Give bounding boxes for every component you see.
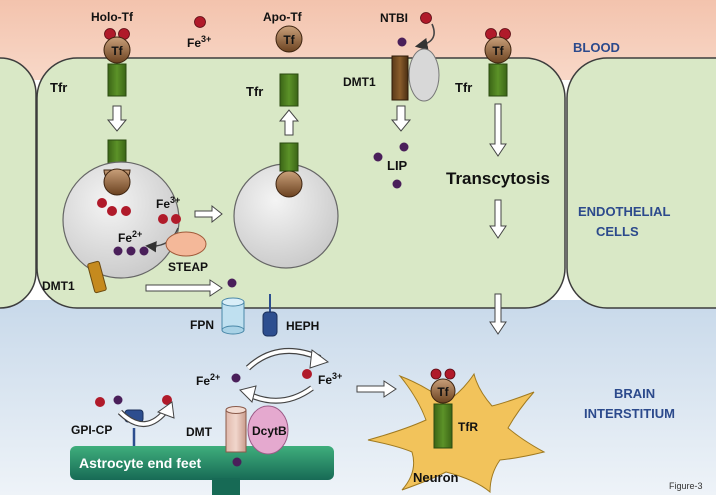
neuron-uptake-arrow [356, 380, 397, 398]
endosome-fe3-iron-2 [171, 214, 181, 224]
figure-caption: Figure-3 [669, 481, 703, 491]
oxidation-arrow-top-head [309, 349, 330, 369]
dmt1-apical [391, 55, 409, 101]
transcytosis-label: Transcytosis [446, 169, 550, 188]
gpi-fe3-iron-2 [162, 395, 172, 405]
endothelial-cell-right-edge [566, 57, 716, 309]
holo-tf-tf-label: Tf [111, 44, 123, 58]
tfr-label-2: Tfr [246, 84, 263, 99]
ntbi-fe2-iron [397, 37, 407, 47]
heph-label: HEPH [286, 319, 319, 333]
dmt-label: DMT [186, 425, 213, 439]
blood-fe3-iron [194, 16, 206, 28]
tfr-receptor-2 [279, 73, 299, 107]
brain-fe2-label: Fe2+ [196, 372, 220, 388]
endosome-tf-body-1 [103, 168, 131, 196]
transcytosis-arrow-1 [489, 103, 507, 157]
ntbi-reduction-arrow [414, 23, 435, 51]
tfr-label-1: Tfr [50, 80, 67, 95]
export-arrow [145, 279, 223, 297]
recycle-arrow [194, 204, 223, 224]
holo-tf-protein [103, 36, 131, 64]
endosome-fe3-label: Fe3+ [156, 195, 180, 211]
endosome-fe2-iron-3 [139, 246, 149, 256]
ntbi-label: NTBI [380, 11, 408, 25]
apo-tf-protein [275, 25, 303, 53]
dmt-astrocyte [225, 406, 247, 453]
gpi-oxidation-arrow-head [156, 401, 175, 419]
transcytosis-arrow-3 [489, 293, 507, 335]
neuron-cell [367, 372, 546, 494]
tfr-neuron-receptor [433, 403, 453, 449]
apo-tf-tf-label: Tf [283, 33, 295, 47]
gpi-cp-label: GPI-CP [71, 423, 112, 437]
brain-label-1: BRAIN [614, 386, 655, 401]
dcytb-label: DcytB [252, 424, 287, 438]
lip-label: LIP [387, 158, 408, 173]
tfr-receptor-3 [488, 63, 508, 97]
neuron-tf [430, 378, 456, 404]
steap-label: STEAP [168, 260, 208, 274]
neuron-tf-label: Tf [437, 385, 449, 399]
endosome-iron-1 [97, 198, 107, 208]
ferrireductase [408, 48, 440, 102]
blood-fe3-label: Fe3+ [187, 34, 211, 50]
neuron-label: Neuron [413, 470, 459, 485]
transcytosis-arrow-2 [489, 199, 507, 239]
steap-enzyme [165, 231, 207, 257]
endosome-iron-3 [121, 206, 131, 216]
endosome-fe2-label: Fe2+ [118, 229, 142, 245]
endocytosis-arrow [106, 105, 128, 132]
fpn-transporter [221, 297, 245, 335]
transcytosis-tf-label: Tf [492, 44, 504, 58]
dmt1-endosome-label: DMT1 [42, 279, 75, 293]
lip-iron-2 [399, 142, 409, 152]
lip-iron-1 [373, 152, 383, 162]
dcytb-enzyme [247, 405, 289, 455]
holo-tf-label: Holo-Tf [91, 10, 134, 24]
brain-label-2: INTERSTITIUM [584, 406, 675, 421]
reduction-arrow-bottom-inner [247, 386, 314, 403]
endosome-tf-body-2 [275, 170, 303, 198]
brain-fe3-label: Fe3+ [318, 371, 342, 387]
endosome-fe2-iron-2 [126, 246, 136, 256]
astrocyte-stem [212, 478, 240, 495]
heph-enzyme [262, 311, 278, 337]
tfr-neuron-label: TfR [458, 420, 478, 434]
endosome-iron-2 [107, 206, 117, 216]
endothelial-cell-left-edge [0, 57, 37, 309]
brain-fe2-iron [231, 373, 241, 383]
cytoplasm-fe2-iron [227, 278, 237, 288]
neuron-tf-iron-1 [430, 368, 442, 380]
endothelial-label-2: CELLS [596, 224, 639, 239]
tfr-label-3: Tfr [455, 80, 472, 95]
apo-tf-label: Apo-Tf [263, 10, 303, 24]
transcytosis-tf [484, 36, 512, 64]
ntbi-iron [420, 12, 432, 24]
tfr-receptor-1 [107, 63, 127, 97]
neuron-tf-iron-2 [444, 368, 456, 380]
dmt1-endosome [87, 260, 107, 294]
dmt1-apical-label: DMT1 [343, 75, 376, 89]
fpn-label: FPN [190, 318, 214, 332]
recycling-up-arrow [278, 109, 300, 136]
gpi-fe2-iron [113, 395, 123, 405]
reduction-arrow-bottom-head [239, 385, 257, 403]
endosome-receptor-2b [279, 142, 299, 172]
astrocyte-label: Astrocyte end feet [79, 455, 201, 471]
endosome-fe2-iron-1 [113, 246, 123, 256]
brain-fe3-iron [302, 369, 312, 379]
gpi-fe3-iron [95, 397, 105, 407]
blood-label: BLOOD [573, 40, 620, 55]
endothelial-label-1: ENDOTHELIAL [578, 204, 671, 219]
lip-iron-3 [392, 179, 402, 189]
astrocyte-fe2-iron [232, 457, 242, 467]
endosome-fe3-iron-1 [158, 214, 168, 224]
lip-arrow [390, 105, 412, 132]
